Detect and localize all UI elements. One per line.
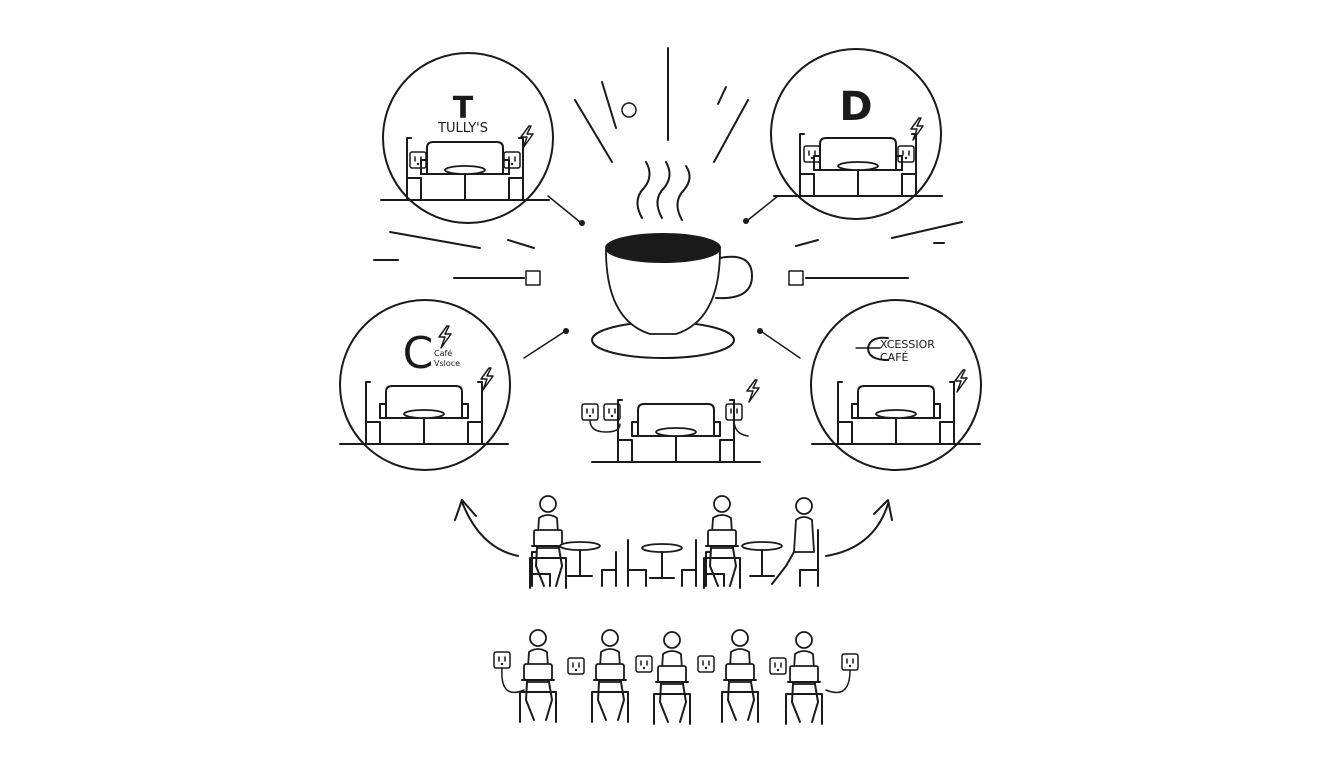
lightning-icon [954,369,968,393]
central-cafe-seating [581,379,760,462]
badge-tullys-logo: T [453,91,474,126]
cafe-seating [774,134,942,196]
person-icon [519,629,557,723]
laptop-workers-row [493,629,859,725]
person-icon [653,631,691,725]
power-outlet-icon [769,657,787,675]
badge-tullys-name: TULLY'S [437,121,488,136]
power-outlet-icon [897,145,915,163]
badge-tullys: T TULLY'S [381,52,554,224]
lightning-icon [438,325,452,349]
people-at-tables [529,495,819,589]
badge-d: D [770,48,942,220]
badge-c-line2: Vsloce [434,359,460,368]
steam-icon [636,161,651,219]
power-outlet-icon [581,403,599,421]
power-outlet-icon [803,145,821,163]
cafe-seating [381,138,549,200]
power-outlet-icon [493,651,511,669]
table-icon [741,541,783,577]
badge-excessior-line2: CAFÉ [880,351,909,364]
table-icon [641,543,683,579]
power-outlet-icon [567,657,585,675]
radiating-lines [373,47,963,286]
badge-excessior: XCESSIOR CAFÉ [810,299,982,471]
person-icon [795,497,813,515]
person-icon [721,629,759,723]
coffee-cup-icon [591,161,753,359]
badge-c-line1: Café [434,348,452,358]
person-icon [785,631,823,725]
person-icon [591,629,629,723]
cafe-seating [592,400,760,462]
badge-excessior-line1: XCESSIOR [880,338,935,351]
connector-lines [523,195,801,359]
power-outlet-icon [697,655,715,673]
badge-d-logo: D [839,84,872,130]
badge-c-cafe: C Café Vsloce [339,299,511,471]
cafe-seating [340,382,508,444]
cafe-seating [812,382,980,444]
power-outlet-icon [635,655,653,673]
lightning-icon [746,379,760,403]
badge-c-logo: C [403,328,434,379]
power-outlet-icon [841,653,859,671]
curved-arrow-icon [454,499,893,557]
